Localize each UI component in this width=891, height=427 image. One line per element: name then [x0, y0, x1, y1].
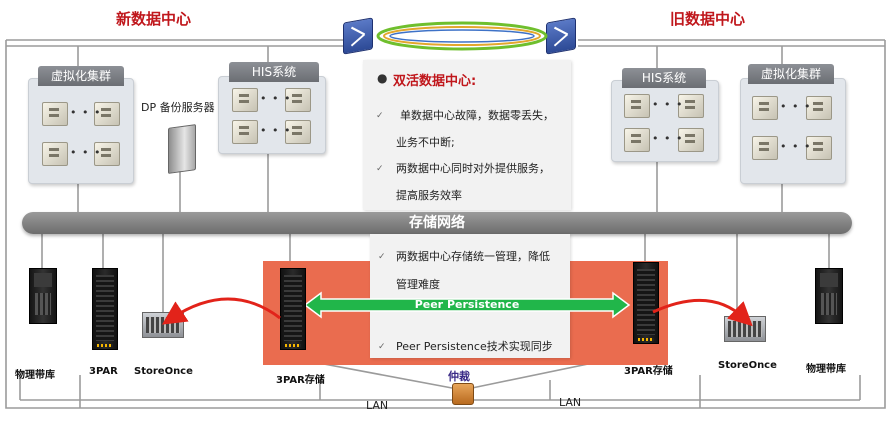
left-3par-label: 3PAR — [89, 366, 118, 377]
ellipsis-icon: • • • — [70, 106, 102, 119]
ellipsis-icon: • • • — [70, 146, 102, 159]
3par-rack-icon — [92, 268, 118, 350]
server-icon — [285, 120, 311, 144]
dp-backup-label: DP 备份服务器 — [141, 101, 215, 114]
info-line: 管理难度 — [396, 278, 440, 291]
old-his-label: HIS系统 — [622, 68, 706, 88]
info-line: 单数据中心故障，数据零丢失， — [400, 109, 554, 122]
bullet-icon: ● — [377, 71, 388, 85]
new-virtual-cluster-box — [28, 78, 134, 184]
3par-storage-rack-icon — [633, 262, 659, 344]
network-switch-icon — [546, 17, 576, 55]
server-icon — [624, 94, 650, 118]
backup-server-icon — [168, 124, 196, 174]
ellipsis-icon: • • • — [260, 92, 292, 105]
old-virtual-cluster-box — [740, 78, 846, 184]
right-tape-label: 物理带库 — [806, 364, 846, 375]
server-icon — [94, 142, 120, 166]
info-heading: 双活数据中心: — [393, 74, 477, 89]
arbiter-server-icon — [452, 383, 474, 405]
active-active-info-panel — [363, 60, 571, 210]
peer-persistence-band: Peer Persistence — [309, 295, 625, 315]
check-icon: ✓ — [378, 342, 386, 352]
server-icon — [806, 136, 832, 160]
storeonce-icon — [724, 316, 766, 342]
info-line: 两数据中心存储统一管理，降低 — [396, 250, 550, 263]
right-storeonce-label: StoreOnce — [718, 360, 777, 371]
server-icon — [752, 136, 778, 160]
ellipsis-icon: • • • — [260, 124, 292, 137]
info-line: Peer Persistence技术实现同步 — [396, 340, 553, 353]
info-line: 两数据中心同时对外提供服务， — [396, 162, 550, 175]
ellipsis-icon: • • • — [652, 98, 684, 111]
server-icon — [285, 88, 311, 112]
server-icon — [42, 142, 68, 166]
old-datacenter-title: 旧数据中心 — [670, 10, 746, 28]
server-icon — [94, 102, 120, 126]
right-3par-storage-label: 3PAR存储 — [624, 366, 673, 377]
left-3par-storage-label: 3PAR存储 — [276, 375, 325, 386]
check-icon: ✓ — [376, 111, 384, 121]
new-datacenter-title: 新数据中心 — [116, 10, 192, 28]
peer-persistence-label: Peer Persistence — [414, 298, 520, 311]
lan-right-label: LAN — [559, 396, 582, 409]
server-icon — [678, 128, 704, 152]
server-icon — [752, 96, 778, 120]
left-tape-label: 物理带库 — [15, 370, 55, 381]
new-his-label: HIS系统 — [229, 62, 319, 82]
storeonce-icon — [142, 312, 184, 338]
server-icon — [678, 94, 704, 118]
info-line: 业务不中断; — [396, 136, 455, 149]
server-icon — [624, 128, 650, 152]
server-icon — [42, 102, 68, 126]
server-icon — [806, 96, 832, 120]
server-icon — [232, 88, 258, 112]
check-icon: ✓ — [378, 252, 386, 262]
new-virtual-cluster-label: 虚拟化集群 — [38, 66, 124, 86]
ellipsis-icon: • • • — [780, 100, 812, 113]
storage-network-label: 存储网络 — [409, 215, 465, 231]
storage-network-bar: 存储网络 — [22, 212, 852, 234]
tape-library-icon — [29, 268, 57, 324]
arbiter-label: 仲裁 — [448, 370, 470, 383]
check-icon: ✓ — [376, 164, 384, 174]
lan-left-label: LAN — [366, 399, 389, 412]
ellipsis-icon: • • • — [652, 132, 684, 145]
old-virtual-cluster-label: 虚拟化集群 — [748, 64, 834, 84]
info-line: 提高服务效率 — [396, 189, 462, 202]
3par-storage-rack-icon — [280, 268, 306, 350]
tape-library-icon — [815, 268, 843, 324]
network-switch-icon — [343, 17, 373, 55]
server-icon — [232, 120, 258, 144]
ellipsis-icon: • • • — [780, 140, 812, 153]
left-storeonce-label: StoreOnce — [134, 366, 193, 377]
